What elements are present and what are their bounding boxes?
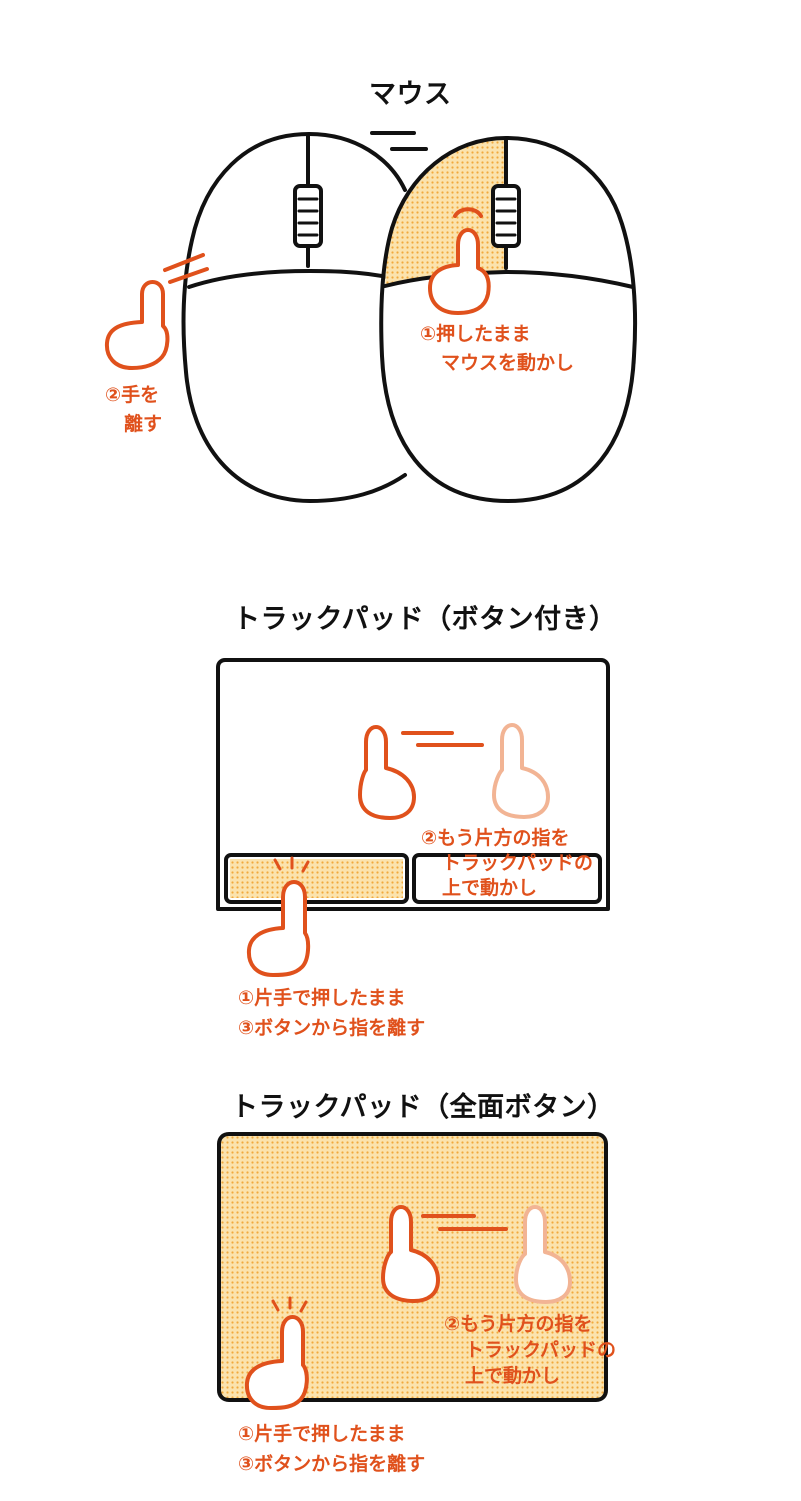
mouse-press-note: ①押したまま マウスを動かし (420, 320, 574, 378)
mouse-release-note: ②手を 離す (105, 381, 162, 439)
finger-icon (381, 1205, 440, 1303)
press-indicator-full (271, 1296, 308, 1313)
note-line: ①片手で押したまま (238, 987, 406, 1009)
press-indicator-button (273, 856, 310, 873)
note-line: トラックパッドの (465, 1339, 617, 1361)
trackpad-full-title: トラックパッド（全面ボタン） (231, 1092, 615, 1123)
note-line: トラックパッドの (442, 852, 594, 874)
note-line: 上で動かし (442, 877, 538, 899)
trackpad-buttons-press-note: ①片手で押したまま ③ボタンから指を離す (238, 983, 425, 1043)
trackpad-buttons-other-finger-note: ②もう片方の指を トラックパッドの 上で動かし (421, 826, 593, 901)
mouse-illustration (181, 131, 638, 503)
trackpad-with-buttons-illustration (216, 658, 610, 911)
motion-line-mouse (370, 131, 428, 151)
note-line: 離す (124, 413, 163, 435)
motion-line-trackpad (401, 731, 484, 747)
note-line: マウスを動かし (441, 352, 575, 374)
press-indicator-mouse (453, 207, 483, 218)
note-line: ②もう片方の指を (444, 1313, 593, 1335)
note-line: ③ボタンから指を離す (238, 1017, 426, 1039)
note-line: ①片手で押したまま (238, 1423, 406, 1445)
motion-line-full-trackpad (421, 1214, 508, 1231)
trackpad-full-press-note: ①片手で押したまま ③ボタンから指を離す (238, 1419, 425, 1479)
mouse-left-outline (181, 132, 407, 503)
note-line: 上で動かし (465, 1365, 561, 1387)
release-lines-mouse (163, 253, 209, 284)
finger-icon (244, 1315, 309, 1410)
mouse-section-title: マウス (369, 79, 452, 110)
mouse-right-outline (379, 136, 638, 503)
note-line: ②もう片方の指を (421, 827, 570, 849)
note-line: ①押したまま (420, 323, 531, 345)
note-line: ③ボタンから指を離す (238, 1453, 426, 1475)
finger-icon (428, 228, 491, 315)
finger-icon (492, 723, 550, 819)
trackpad-buttons-title: トラックパッド（ボタン付き） (233, 604, 617, 635)
trackpad-full-other-finger-note: ②もう片方の指を トラックパッドの 上で動かし (444, 1311, 616, 1389)
finger-icon (246, 880, 311, 977)
note-line: ②手を (105, 384, 160, 406)
finger-icon (514, 1205, 572, 1304)
finger-icon (104, 280, 170, 370)
finger-icon (358, 725, 416, 820)
